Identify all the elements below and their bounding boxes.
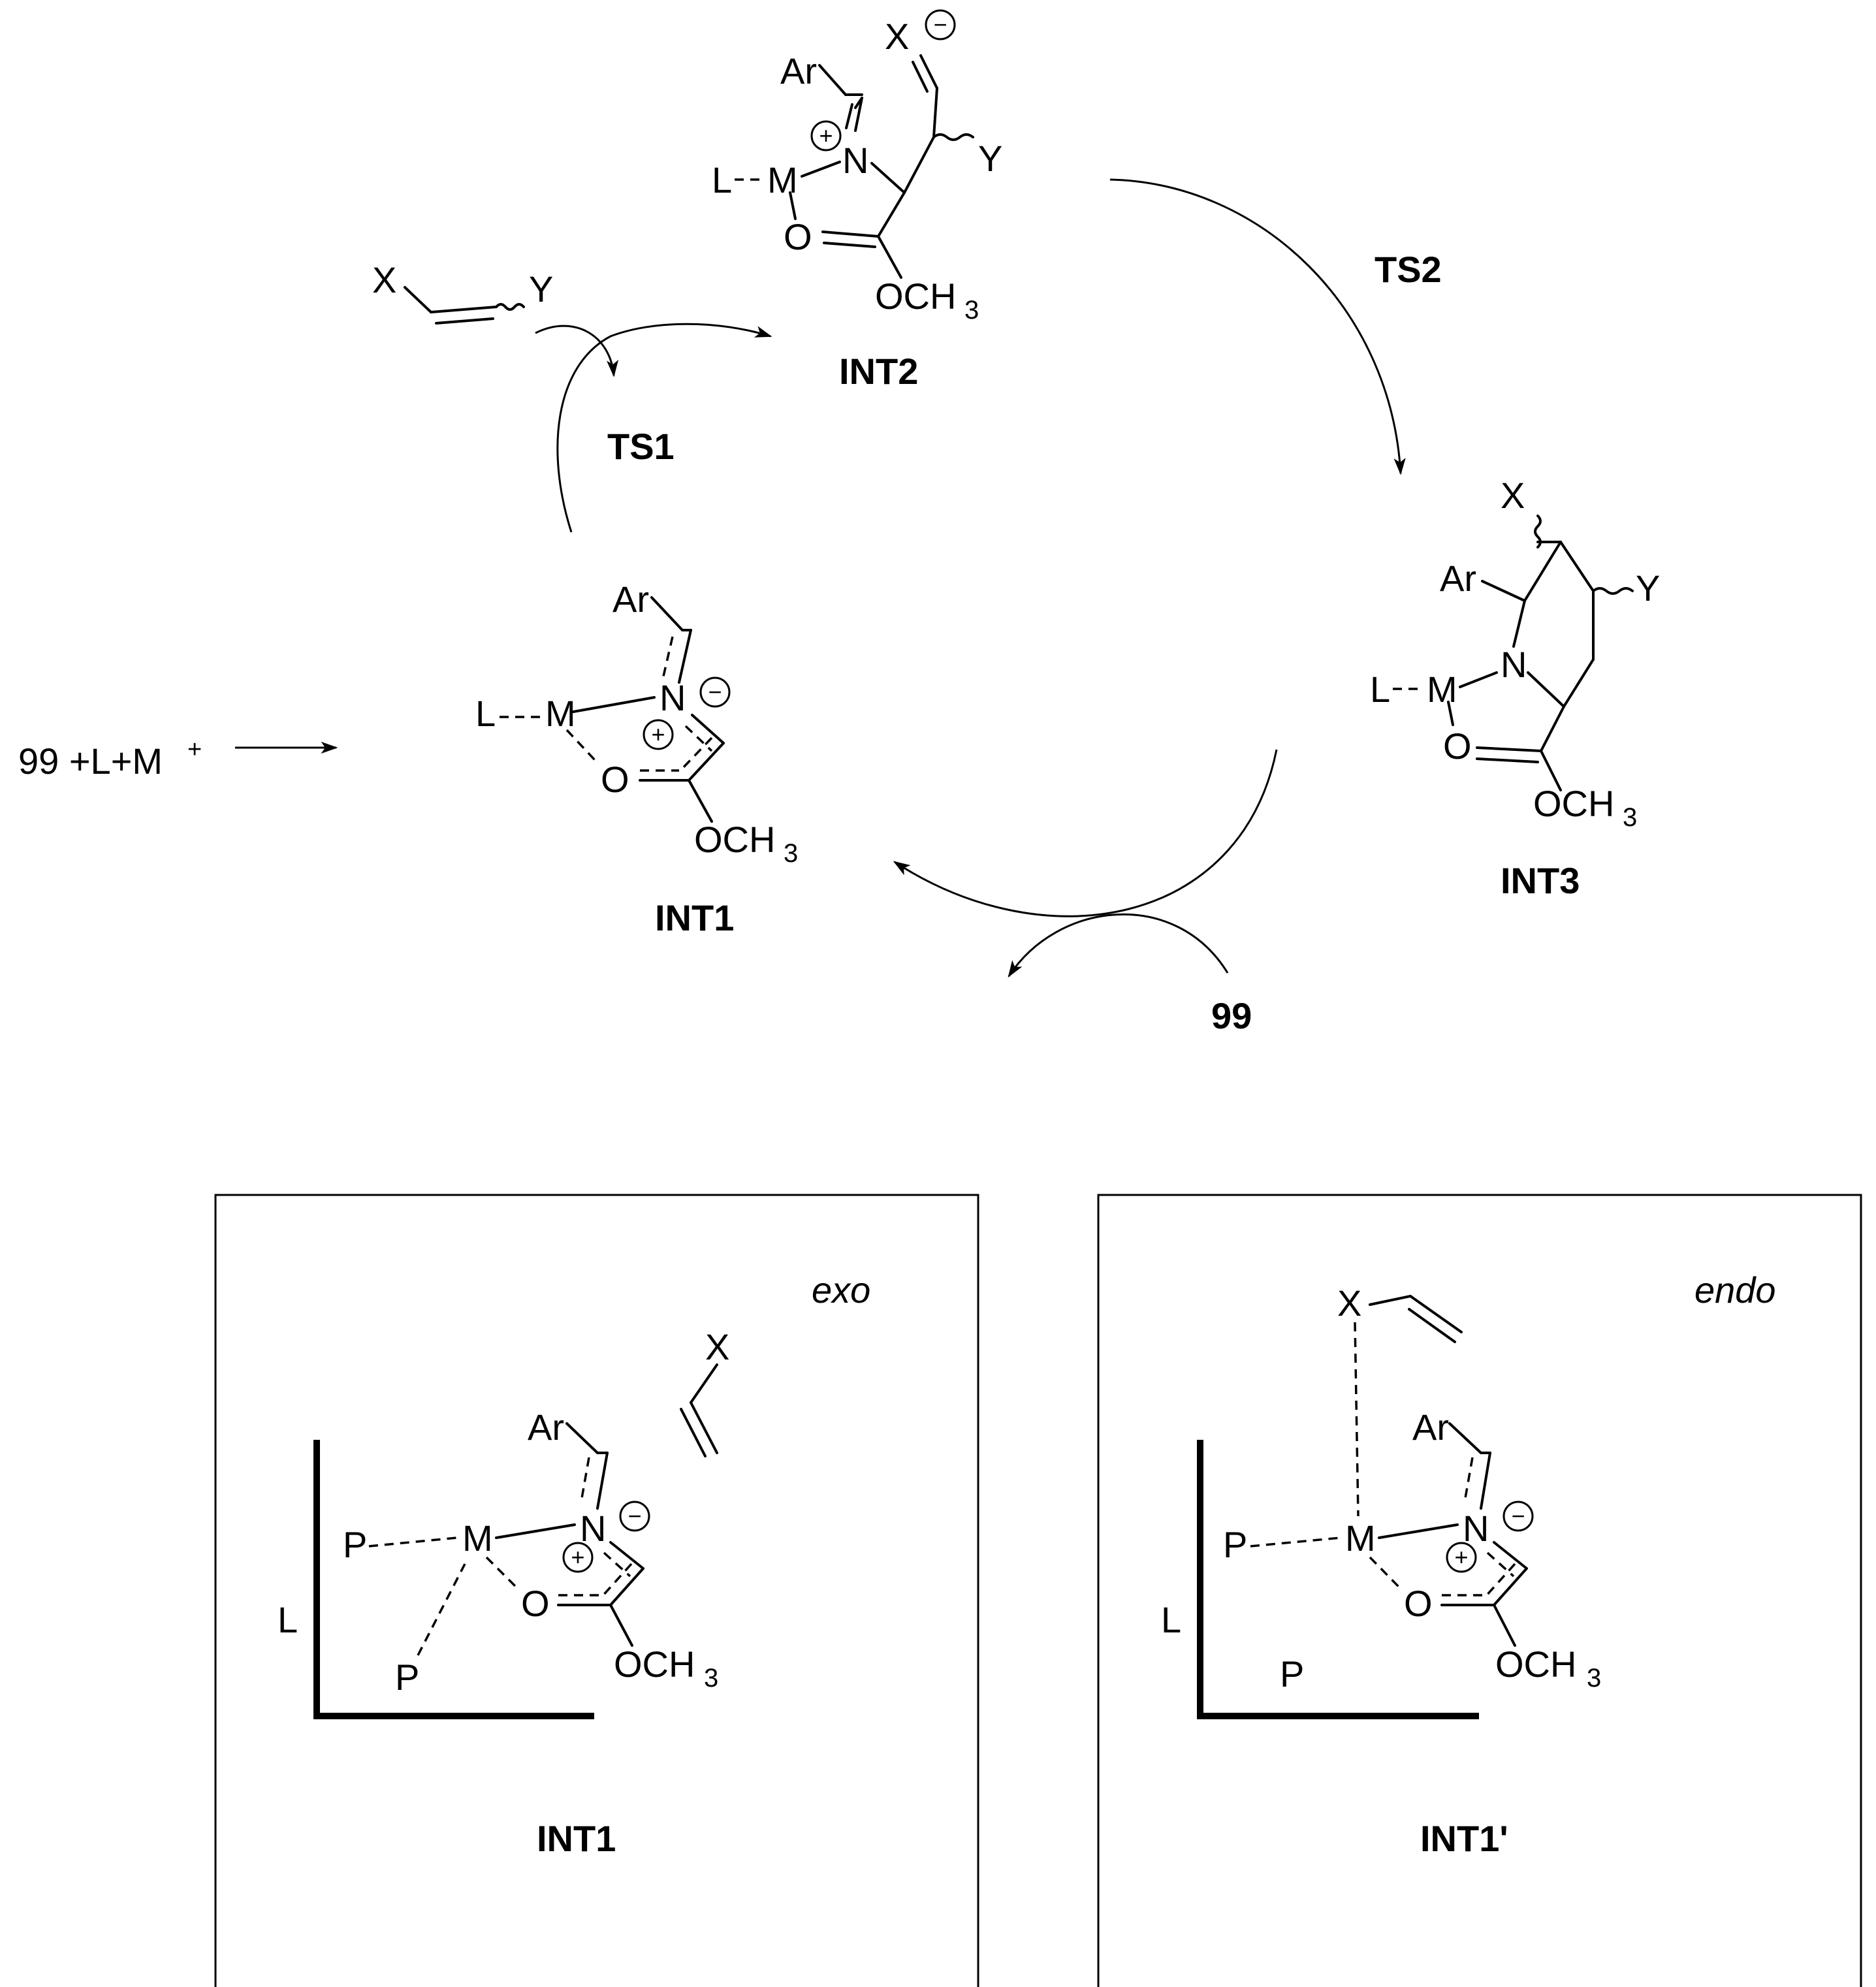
endo-p-bottom: P xyxy=(1280,1653,1304,1694)
int1-ar: Ar xyxy=(612,579,649,620)
exo-panel-frame xyxy=(214,1194,979,1987)
int2-x: X xyxy=(885,16,909,57)
int1-och: OCH xyxy=(694,819,775,860)
int3-l: L xyxy=(1370,669,1390,710)
endo-panel-frame xyxy=(1097,1194,1862,1987)
endo-m: M xyxy=(1345,1518,1376,1559)
int2-och: OCH xyxy=(875,276,956,317)
ts2-label: TS2 xyxy=(1375,249,1442,290)
int1-m: M xyxy=(545,693,576,734)
endo-n-minus-charge xyxy=(1502,1501,1534,1532)
exo-p-bottom: P xyxy=(395,1657,419,1698)
alkene-x: X xyxy=(372,259,396,300)
exo-och: OCH xyxy=(614,1644,695,1685)
exo-ligand-axis xyxy=(313,1440,594,1719)
int2-n: N xyxy=(842,140,868,181)
int3-x: X xyxy=(1501,475,1525,516)
exo-sub3: 3 xyxy=(704,1664,718,1693)
int3-sub3: 3 xyxy=(1623,803,1637,832)
int2-ar: Ar xyxy=(780,50,817,91)
endo-ligand-axis xyxy=(1197,1440,1479,1719)
endo-o: O xyxy=(1404,1583,1433,1624)
int1-label: INT1 xyxy=(655,897,734,938)
int1-plus-charge xyxy=(643,719,674,750)
int2-y: Y xyxy=(978,138,1002,179)
endo-plus-sign: + xyxy=(1454,1544,1468,1570)
int3-label: INT3 xyxy=(1501,860,1580,901)
arrow-int2-to-int3 xyxy=(1109,178,1406,475)
exo-n-minus-charge xyxy=(619,1501,650,1532)
endo-l: L xyxy=(1161,1599,1181,1640)
endo-plus-charge xyxy=(1446,1542,1477,1573)
int3-n: N xyxy=(1501,644,1527,685)
int3-och: OCH xyxy=(1533,783,1614,824)
exo-alkene-x: X xyxy=(705,1326,729,1367)
int3-m: M xyxy=(1427,669,1457,710)
endo-sub3: 3 xyxy=(1587,1664,1601,1693)
start-plus-superscript: + xyxy=(187,736,202,763)
exo-ar: Ar xyxy=(528,1407,564,1448)
int1-n-minus-charge xyxy=(699,676,731,708)
exo-mode-label: exo xyxy=(812,1269,870,1311)
int2-m: M xyxy=(767,159,798,200)
exo-p-top: P xyxy=(343,1524,367,1565)
int2-n-plus-charge xyxy=(810,120,842,151)
exo-m: M xyxy=(462,1518,493,1559)
endo-och: OCH xyxy=(1495,1644,1576,1685)
endo-mode-label: endo xyxy=(1694,1269,1776,1311)
exo-plus-charge xyxy=(562,1542,594,1573)
exo-n: N xyxy=(580,1508,606,1549)
endo-n: N xyxy=(1463,1508,1489,1549)
endo-p-top: P xyxy=(1223,1524,1247,1565)
arrow-int3-to-int1 xyxy=(893,749,1278,917)
arrow-int1-to-int2 xyxy=(556,323,772,533)
alkene-reagent: X Y xyxy=(372,259,553,325)
alkene-entry-arrow xyxy=(535,325,619,377)
int2-o: O xyxy=(784,216,812,257)
product-release-arrow xyxy=(1008,914,1229,978)
int1-o: O xyxy=(601,759,629,800)
cycle-arrows xyxy=(235,178,1406,978)
int2-x-minus-sign: − xyxy=(933,11,947,38)
endo-panel: endo INT1' L P P M Ar N − + O OCH 3 X xyxy=(1161,1269,1776,1859)
int3-ar: Ar xyxy=(1440,558,1476,599)
endo-caption: INT1' xyxy=(1420,1818,1508,1859)
int1-n: N xyxy=(660,677,686,718)
product-99-label: 99 xyxy=(1211,995,1252,1036)
exo-l: L xyxy=(278,1599,298,1640)
int1-l: L xyxy=(475,693,496,734)
int1-n-minus-sign: − xyxy=(708,678,722,705)
int1-structure: Ar L M N − + O OCH 3 xyxy=(475,579,798,868)
exo-o: O xyxy=(521,1583,550,1624)
int3-structure: X Ar Y N L M O OCH 3 xyxy=(1370,475,1660,832)
exo-plus-sign: + xyxy=(571,1544,584,1570)
endo-ar: Ar xyxy=(1412,1407,1449,1448)
exo-n-minus-sign: − xyxy=(628,1502,641,1529)
int2-l: L xyxy=(712,159,732,200)
int1-plus-sign: + xyxy=(651,721,665,748)
endo-n-minus-sign: − xyxy=(1511,1502,1525,1529)
int2-x-minus-charge xyxy=(925,9,956,40)
int2-n-plus-sign: + xyxy=(819,122,833,149)
alkene-y: Y xyxy=(529,268,553,310)
int1-sub3: 3 xyxy=(784,839,798,868)
endo-alkene-x: X xyxy=(1337,1282,1361,1324)
exo-caption: INT1 xyxy=(537,1818,616,1859)
int3-y: Y xyxy=(1636,567,1660,609)
int2-label: INT2 xyxy=(839,351,918,392)
int2-structure: Ar X − L M N + O Y OCH 3 xyxy=(712,9,1002,325)
ts1-label: TS1 xyxy=(607,426,675,467)
exo-panel: exo INT1 L P P M Ar N − + O OCH 3 X xyxy=(278,1269,870,1859)
start-materials-label: 99 +L+M xyxy=(18,740,163,782)
int3-o: O xyxy=(1443,725,1472,767)
int2-sub3: 3 xyxy=(964,296,979,325)
